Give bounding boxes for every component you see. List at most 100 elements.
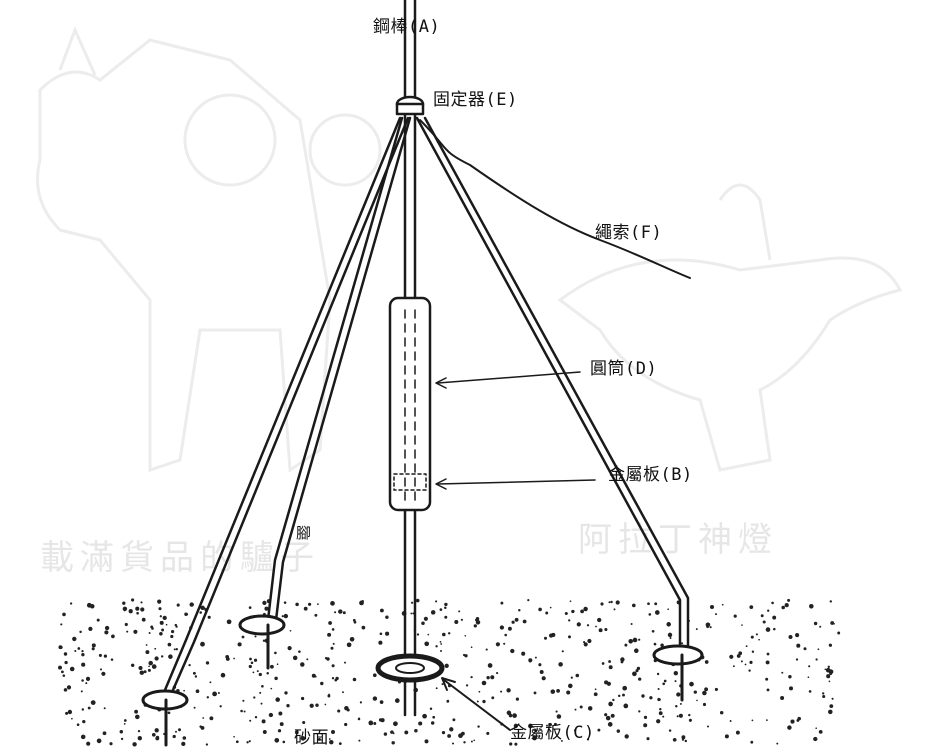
sand-dot bbox=[233, 657, 235, 660]
sand-dot bbox=[586, 738, 590, 741]
sand-dot bbox=[738, 651, 743, 656]
sand-dot bbox=[421, 621, 425, 626]
sand-surface bbox=[58, 598, 841, 747]
sand-dot bbox=[765, 719, 768, 722]
sand-dot bbox=[551, 632, 556, 637]
sand-dot bbox=[64, 660, 68, 665]
sand-dot bbox=[331, 628, 335, 631]
sand-dot bbox=[80, 734, 86, 740]
sand-dot bbox=[225, 655, 230, 659]
sand-dot bbox=[139, 670, 145, 675]
sand-dot bbox=[104, 625, 110, 631]
sand-dot bbox=[136, 611, 139, 615]
sand-dot bbox=[518, 608, 521, 612]
sand-dot bbox=[658, 698, 661, 701]
sand-dot bbox=[185, 613, 189, 616]
sand-dot bbox=[182, 736, 187, 740]
sand-dot bbox=[357, 717, 361, 721]
sand-dot bbox=[500, 601, 504, 605]
sand-dot bbox=[183, 689, 185, 692]
sand-dot bbox=[452, 718, 456, 722]
sand-dot bbox=[827, 665, 830, 668]
donkey-ear-watermark-shape bbox=[58, 26, 97, 76]
sand-dot bbox=[795, 658, 799, 661]
sand-dot bbox=[63, 688, 68, 692]
sand-dot bbox=[63, 652, 68, 656]
sand-dot bbox=[638, 677, 642, 681]
sand-dot bbox=[648, 613, 652, 616]
sand-dot bbox=[135, 714, 140, 720]
sand-dot bbox=[797, 716, 801, 721]
lamp-lid-watermark-shape bbox=[718, 183, 772, 261]
sand-dot bbox=[668, 729, 672, 732]
sand-dot bbox=[76, 723, 80, 726]
sand-dot bbox=[427, 633, 430, 636]
sand-dot bbox=[353, 620, 357, 624]
sand-dot bbox=[594, 688, 597, 691]
sand-dot bbox=[735, 730, 740, 735]
sand-dot bbox=[86, 741, 91, 746]
sand-dot bbox=[654, 602, 658, 606]
sand-dot bbox=[460, 618, 463, 621]
sand-dot bbox=[181, 741, 186, 747]
sand-dot bbox=[320, 681, 324, 686]
sand-dot bbox=[87, 706, 91, 710]
sand-dot bbox=[766, 688, 770, 692]
sand-dot bbox=[77, 647, 81, 650]
sand-dot bbox=[328, 738, 331, 740]
sand-dot bbox=[346, 642, 352, 648]
sand-dot bbox=[790, 719, 795, 724]
sand-dot bbox=[765, 677, 769, 681]
sand-dot bbox=[684, 739, 688, 743]
sand-dot bbox=[58, 665, 62, 670]
sand-dot bbox=[507, 626, 512, 631]
sand-dot bbox=[65, 711, 69, 715]
sand-dot bbox=[171, 630, 175, 634]
sand-dot bbox=[500, 690, 503, 693]
sand-dot bbox=[558, 662, 563, 667]
sand-dot bbox=[441, 683, 444, 686]
sand-dot bbox=[772, 615, 777, 620]
sand-dot bbox=[656, 719, 661, 724]
label-metal-plate-c: 金屬板(C) bbox=[510, 723, 595, 743]
sand-dot bbox=[122, 601, 126, 605]
sand-dot bbox=[248, 606, 252, 609]
sand-dot bbox=[522, 619, 527, 624]
sand-dot bbox=[830, 621, 835, 625]
sand-dot bbox=[154, 647, 157, 650]
sand-dot bbox=[391, 741, 395, 745]
sand-dot bbox=[111, 634, 115, 639]
sand-dot bbox=[209, 716, 214, 721]
sand-dot bbox=[608, 601, 611, 604]
sand-dot bbox=[788, 675, 792, 679]
sand-dot bbox=[123, 722, 126, 725]
sand-dot bbox=[202, 717, 205, 719]
sand-dot bbox=[440, 643, 443, 645]
sand-dot bbox=[134, 709, 139, 714]
sand-dot bbox=[662, 682, 666, 686]
sand-dot bbox=[454, 620, 459, 624]
sand-dot bbox=[148, 660, 153, 666]
sand-dot bbox=[151, 664, 157, 669]
sand-dot bbox=[534, 656, 537, 659]
sand-dot bbox=[470, 675, 473, 679]
sand-dot bbox=[344, 661, 346, 664]
sand-dot bbox=[556, 689, 560, 693]
sand-dot bbox=[487, 663, 493, 668]
sand-dot bbox=[346, 708, 350, 712]
sand-dot bbox=[704, 660, 709, 664]
sand-dot bbox=[628, 639, 633, 644]
sand-dot bbox=[511, 620, 515, 624]
sand-dot bbox=[270, 664, 274, 669]
sand-dot bbox=[250, 661, 254, 665]
sand-dot bbox=[736, 654, 741, 658]
sand-dot bbox=[414, 729, 418, 733]
sand-dot bbox=[168, 654, 173, 659]
sand-dot bbox=[88, 626, 93, 632]
sand-dot bbox=[451, 742, 455, 745]
sand-dot bbox=[314, 675, 317, 678]
sand-dot bbox=[264, 606, 269, 611]
sand-dot bbox=[818, 730, 823, 734]
sand-dot bbox=[444, 663, 449, 668]
sand-dot bbox=[342, 691, 344, 694]
